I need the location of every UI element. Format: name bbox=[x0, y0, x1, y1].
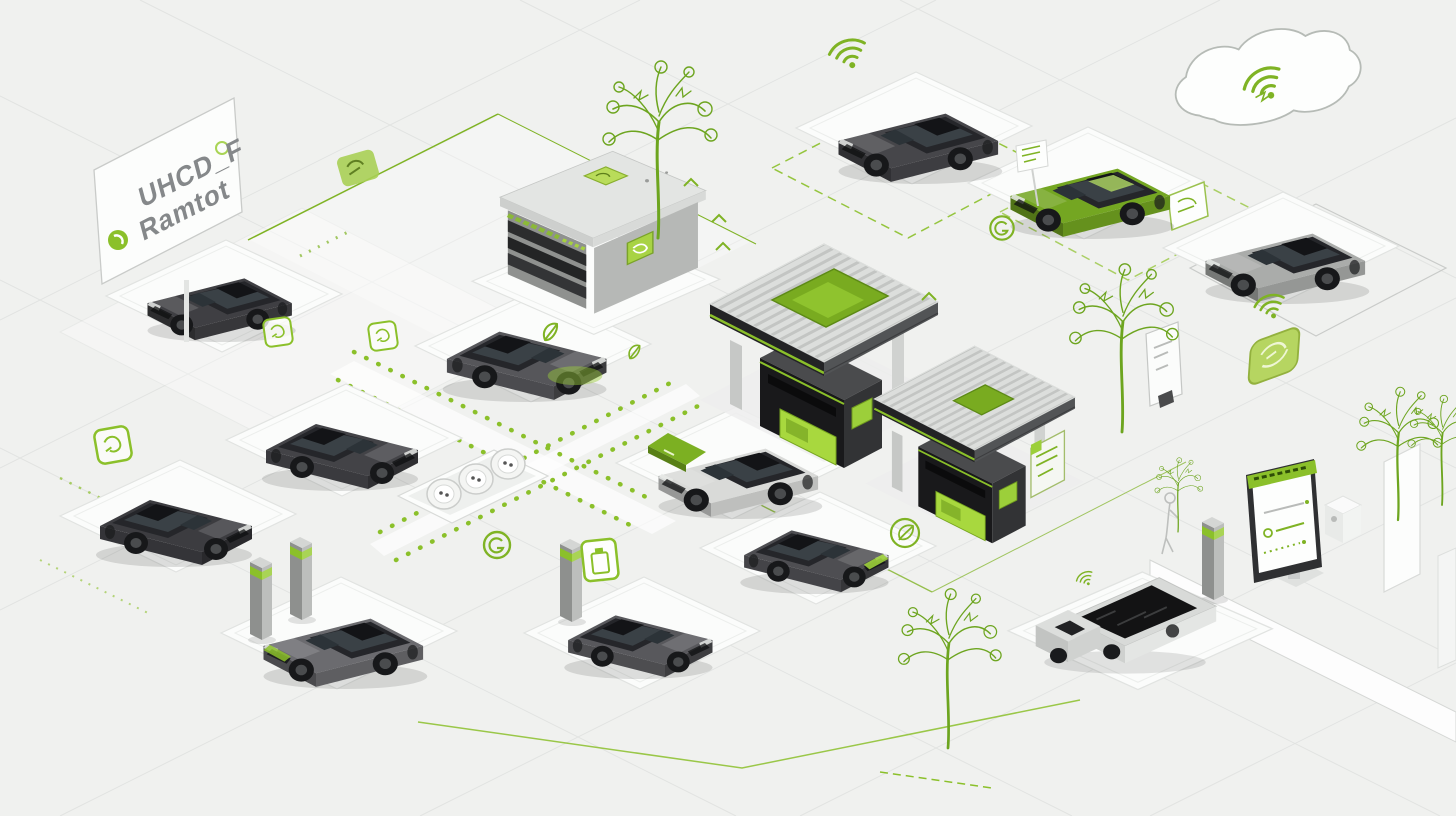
app-tile-icon bbox=[366, 319, 400, 353]
sign-green-dot-icon bbox=[108, 230, 128, 250]
kiosk-list-row bbox=[1263, 540, 1306, 554]
utility-truck bbox=[1035, 577, 1218, 674]
flag-card-icon bbox=[1015, 139, 1049, 207]
power-socket-icon bbox=[490, 448, 526, 480]
charging-post bbox=[248, 557, 276, 644]
cloud-icon bbox=[1174, 28, 1362, 126]
car-dark-center-left bbox=[442, 331, 607, 402]
charging-canopy-a bbox=[700, 244, 948, 468]
car-gray-bottom-left bbox=[263, 618, 428, 689]
leaf-icon bbox=[543, 322, 559, 342]
storage-box bbox=[1323, 495, 1363, 543]
kiosk-list-row bbox=[1263, 522, 1305, 538]
info-kiosk bbox=[1246, 459, 1324, 587]
pedestrian-sketch bbox=[1161, 492, 1179, 555]
car-green bbox=[1010, 168, 1175, 239]
power-socket-icon bbox=[426, 478, 462, 510]
kiosk-list-row bbox=[1263, 500, 1309, 514]
battery-tile-icon bbox=[580, 537, 620, 583]
wifi-icon bbox=[825, 33, 873, 76]
wifi-icon bbox=[1073, 568, 1098, 591]
power-socket-icon bbox=[458, 463, 494, 495]
app-tile-blurry-icon bbox=[337, 149, 379, 187]
app-tile-icon bbox=[261, 315, 295, 349]
car-roof-sign-green bbox=[648, 433, 706, 472]
car-dark-center-bottom bbox=[740, 530, 889, 595]
qr-card-icon bbox=[1167, 180, 1209, 232]
tree bbox=[897, 587, 1003, 750]
solar-panel bbox=[770, 268, 890, 328]
leaf-circle-icon bbox=[482, 530, 512, 560]
charging-post bbox=[288, 537, 316, 624]
leaf-icon bbox=[628, 344, 641, 360]
canopy-side-sign bbox=[1030, 429, 1066, 499]
white-columns bbox=[1383, 443, 1456, 669]
charging-canopy-b bbox=[866, 346, 1084, 543]
ground-sockets bbox=[396, 448, 550, 524]
roadside-billboard bbox=[1145, 321, 1183, 408]
charging-post bbox=[1200, 517, 1228, 604]
leaf-circle-icon bbox=[989, 215, 1015, 241]
tree-bush bbox=[1154, 457, 1204, 533]
green-logo-tile bbox=[626, 230, 654, 266]
app-tile-filled-icon bbox=[1247, 327, 1301, 385]
app-tile-icon bbox=[92, 424, 134, 466]
chevron-marks bbox=[683, 177, 937, 301]
green-logo-tile bbox=[582, 166, 629, 186]
solar-panel bbox=[952, 384, 1015, 416]
battery-storage-building bbox=[498, 150, 707, 314]
